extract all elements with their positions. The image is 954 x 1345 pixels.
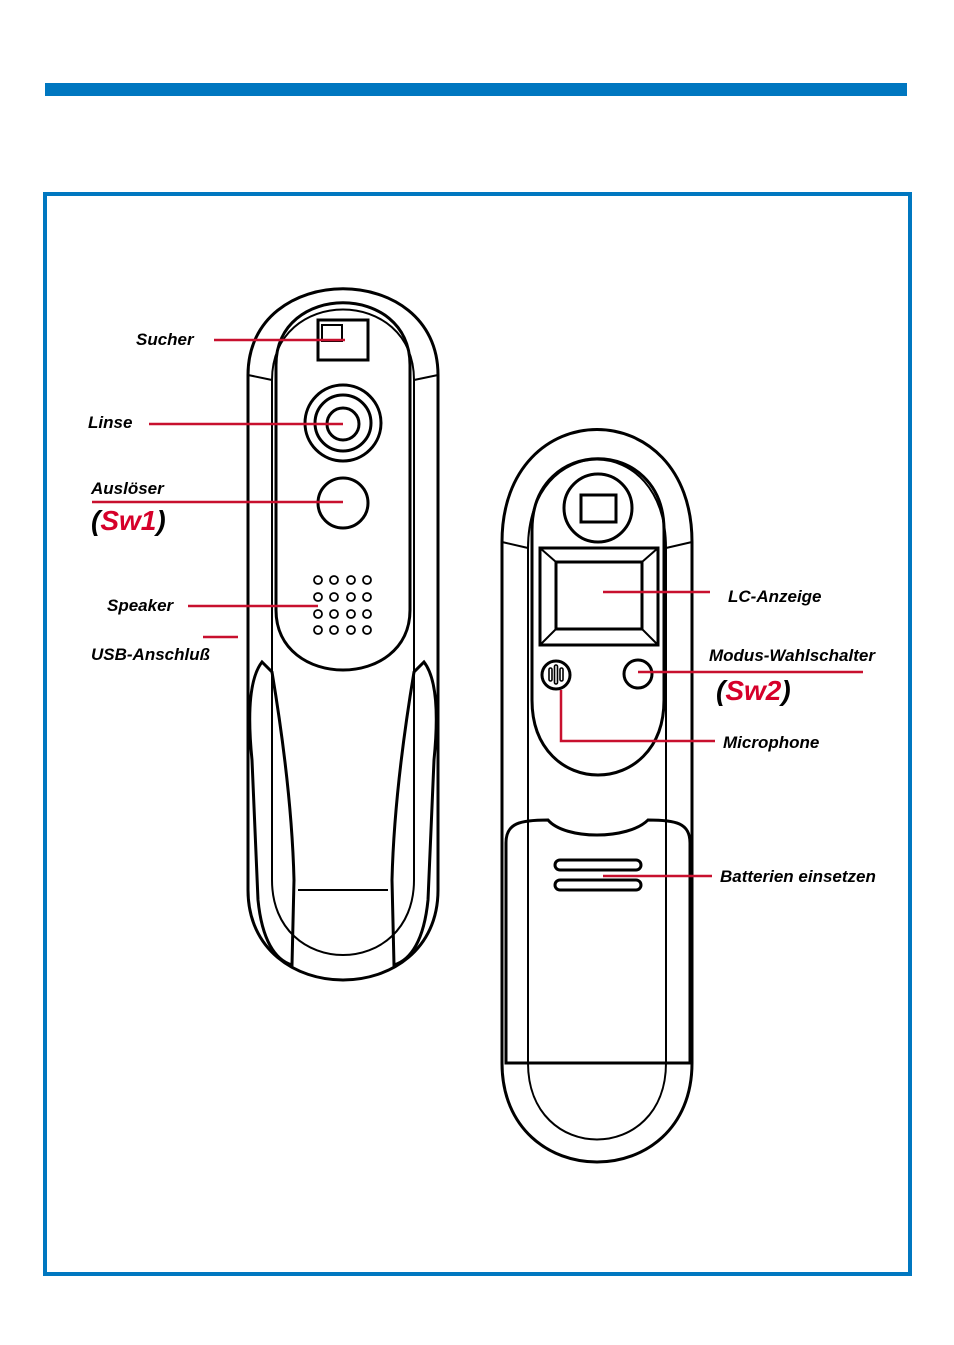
header-bar: [45, 83, 907, 96]
label-modus-wahlschalter: Modus-Wahlschalter: [709, 646, 876, 665]
label-sw2: (Sw2): [716, 675, 791, 706]
leader-lines: [92, 338, 863, 878]
front-edge-left: [247, 374, 273, 381]
label-sucher: Sucher: [136, 330, 195, 349]
label-sw1: (Sw1): [91, 505, 166, 536]
battery-cover: [504, 818, 692, 1065]
front-edge-right: [413, 374, 439, 381]
label-batterien-einsetzen: Batterien einsetzen: [720, 867, 876, 886]
label-lc-anzeige: LC-Anzeige: [728, 587, 822, 606]
back-edge-right: [665, 541, 693, 549]
label-speaker: Speaker: [107, 596, 175, 615]
camera-front-view: [246, 287, 440, 982]
speaker-grille: [313, 575, 372, 635]
battery-slot-bottom: [553, 878, 643, 892]
battery-slot-top: [553, 858, 643, 872]
back-panel: [530, 457, 666, 777]
lcd-screen: [554, 560, 644, 631]
label-ausloeser: Auslöser: [90, 479, 165, 498]
clip-right: [390, 659, 438, 967]
label-microphone: Microphone: [723, 733, 819, 752]
back-body-outline: [500, 428, 694, 1164]
battery-cover-inner: [527, 848, 667, 1063]
lcd-bevel-bl: [539, 628, 557, 646]
label-linse: Linse: [88, 413, 132, 432]
camera-back-view: [500, 428, 694, 1164]
front-body-inner: [271, 308, 415, 956]
microphone-hole: [540, 659, 572, 691]
label-usb-anschluss: USB-Anschluß: [91, 645, 210, 664]
mode-button: [622, 658, 654, 690]
leader-microphone: [559, 690, 715, 743]
lcd-bevel-br: [641, 628, 659, 646]
microphone-slots: [548, 664, 564, 685]
lcd-bevel-tr: [641, 547, 659, 563]
back-viewfinder-window: [579, 493, 618, 524]
diagram-frame: [43, 192, 912, 1276]
clip-left: [248, 659, 296, 967]
back-edge-left: [501, 541, 529, 549]
back-viewfinder-ring: [562, 472, 634, 544]
lcd-bevel-tl: [539, 547, 557, 563]
viewfinder-inner: [321, 324, 343, 342]
lcd-bezel: [538, 546, 660, 647]
front-panel: [274, 301, 412, 672]
